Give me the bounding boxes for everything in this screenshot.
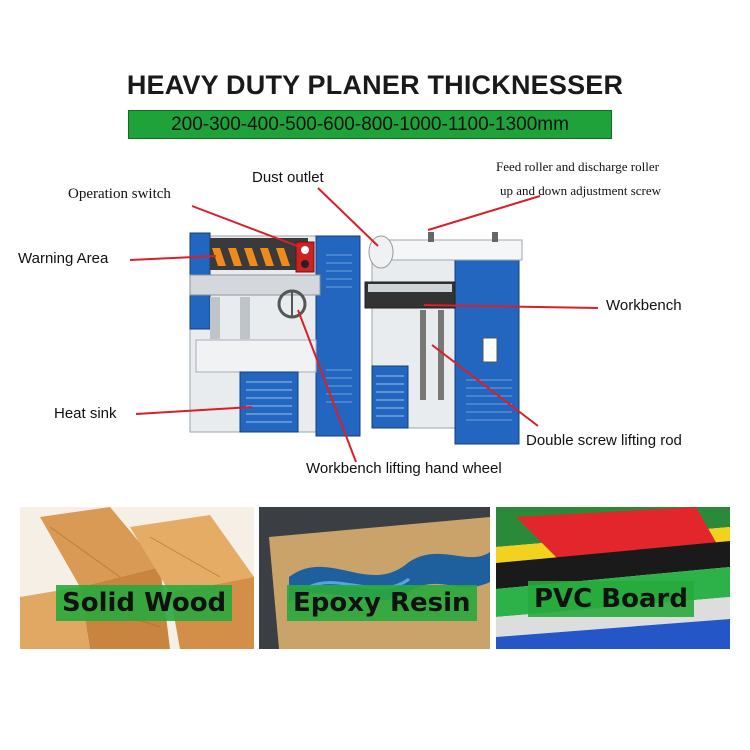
photo-pvc-board: PVC Board	[496, 507, 730, 649]
warning-stripes	[212, 248, 290, 266]
callout-feed-roller-line2: up and down adjustment screw	[500, 183, 662, 198]
photo-epoxy-resin: Epoxy Resin	[259, 507, 490, 649]
size-range-banner: 200-300-400-500-600-800-1000-1100-1300mm	[128, 110, 612, 139]
photo-solid-wood: Solid Wood	[20, 507, 254, 649]
callout-workbench: Workbench	[606, 297, 682, 314]
callout-feed-roller-line1: Feed roller and discharge roller	[496, 159, 659, 174]
callout-double-screw: Double screw lifting rod	[526, 432, 682, 449]
callout-heat-sink: Heat sink	[54, 405, 117, 422]
size-range-text: 200-300-400-500-600-800-1000-1100-1300mm	[171, 113, 569, 135]
material-label-epoxy-resin: Epoxy Resin	[287, 585, 477, 621]
callout-dust-outlet: Dust outlet	[252, 169, 324, 186]
callout-lines	[129, 187, 599, 463]
callout-hand-wheel: Workbench lifting hand wheel	[306, 460, 502, 477]
callout-operation-switch: Operation switch	[68, 186, 171, 202]
right-machine	[364, 232, 523, 445]
planer-machines-illustration	[129, 187, 599, 463]
page-title: HEAVY DUTY PLANER THICKNESSER	[126, 70, 624, 100]
material-label-solid-wood: Solid Wood	[56, 585, 233, 621]
material-label-pvc-board: PVC Board	[528, 581, 694, 617]
callout-warning-area: Warning Area	[18, 250, 109, 267]
